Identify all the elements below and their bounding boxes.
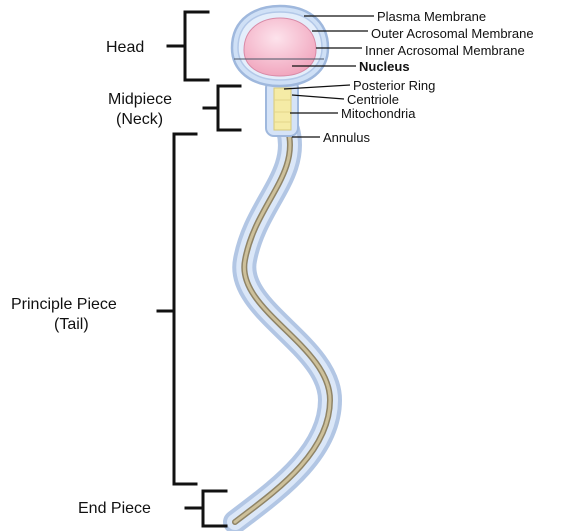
label-annulus: Annulus: [323, 130, 370, 145]
label-plasma-membrane: Plasma Membrane: [377, 9, 486, 24]
segment-head: Head: [106, 39, 144, 56]
label-posterior-ring: Posterior Ring: [353, 78, 435, 93]
leader-centriole: [292, 95, 344, 99]
label-mitochondria: Mitochondria: [341, 106, 416, 121]
label-nucleus: Nucleus: [359, 59, 410, 74]
segment-midpiece: Midpiece: [108, 91, 172, 108]
segment-tail: (Tail): [54, 316, 89, 333]
label-inner-acrosomal-membrane: Inner Acrosomal Membrane: [365, 43, 525, 58]
bracket-end-piece: [203, 491, 226, 526]
segment-brackets: [158, 12, 240, 526]
head-nucleus: [244, 18, 316, 76]
sperm-cell: [232, 6, 330, 522]
segment-end-piece: End Piece: [78, 500, 151, 517]
label-centriole: Centriole: [347, 92, 399, 107]
segment-neck: (Neck): [116, 111, 163, 128]
segment-principal-piece: Principle Piece: [11, 296, 117, 313]
bracket-head: [185, 12, 208, 80]
label-outer-acrosomal-membrane: Outer Acrosomal Membrane: [371, 26, 534, 41]
mitochondria-sheath: [274, 88, 291, 130]
bracket-principal: [174, 134, 196, 484]
bracket-midpiece: [218, 86, 240, 130]
